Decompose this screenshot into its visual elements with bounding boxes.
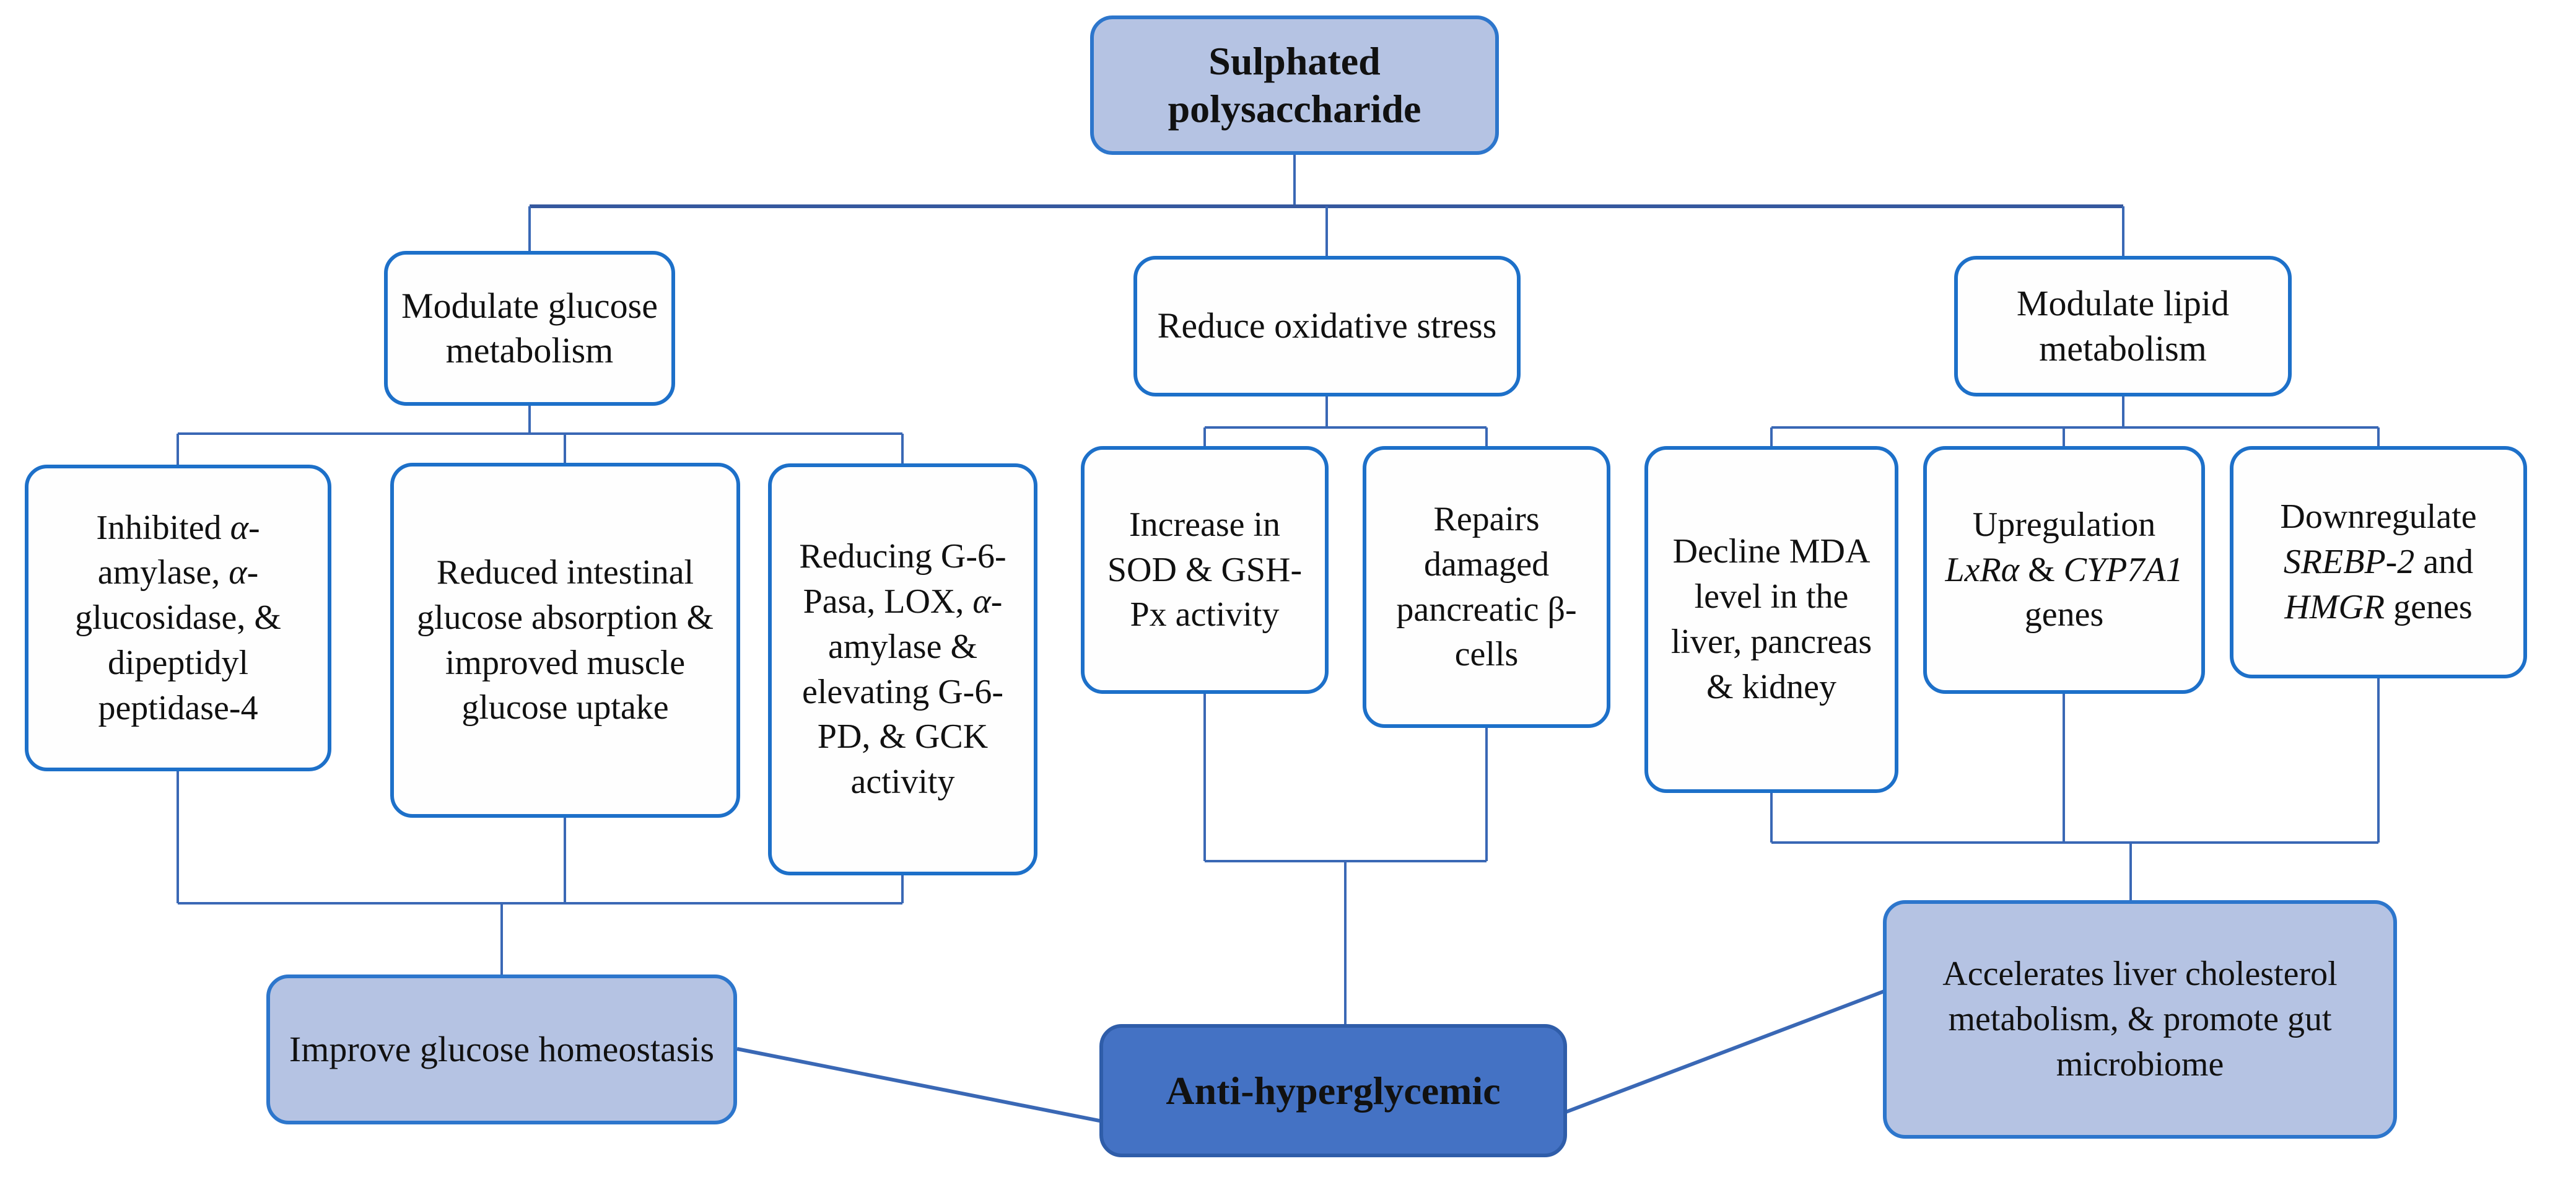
node-improve-glucose-homeostasis: Improve glucose homeostasis xyxy=(266,975,737,1124)
node-upregulation-lxra-cyp7a1: Upregulation LxRα & CYP7A1 genes xyxy=(1923,446,2205,694)
node-label: Upregulation LxRα & CYP7A1 genes xyxy=(1945,505,2183,634)
node-anti-hyperglycemic: Anti-hyperglycemic xyxy=(1099,1024,1567,1157)
node-label: Decline MDA level in the liver, pancreas… xyxy=(1670,532,1872,706)
node-increase-sod-gshpx: Increase in SOD & GSH-Px activity xyxy=(1081,446,1329,694)
node-label: Downregulate SREBP-2 and HMGR genes xyxy=(2280,497,2477,626)
node-label: Anti-hyperglycemic xyxy=(1166,1068,1501,1113)
node-label: Modulate glucose metabolism xyxy=(401,285,658,371)
node-label: Reduced intestinal glucose absorption & … xyxy=(416,553,714,727)
node-sulphated-polysaccharide: Sulphated polysaccharide xyxy=(1090,15,1499,155)
node-label: Increase in SOD & GSH-Px activity xyxy=(1107,505,1303,634)
node-label: Inhibited α-amylase, α-glucosidase, & di… xyxy=(75,508,281,727)
node-label: Sulphated polysaccharide xyxy=(1168,38,1421,131)
node-decline-mda-level: Decline MDA level in the liver, pancreas… xyxy=(1644,446,1898,793)
node-reducing-g6pasa-lox: Reducing G-6-Pasa, LOX, α-amylase & elev… xyxy=(768,463,1037,875)
node-modulate-glucose-metabolism: Modulate glucose metabolism xyxy=(384,251,675,406)
connector-group xyxy=(177,155,2380,1124)
node-label: Reduce oxidative stress xyxy=(1157,305,1497,346)
node-label: Reducing G-6-Pasa, LOX, α-amylase & elev… xyxy=(799,537,1006,802)
node-accelerates-liver-cholesterol: Accelerates liver cholesterol metabolism… xyxy=(1883,900,2397,1139)
node-inhibited-enzymes: Inhibited α-amylase, α-glucosidase, & di… xyxy=(25,465,331,771)
node-label: Modulate lipid metabolism xyxy=(2016,283,2230,369)
node-label: Repairs damaged pancreatic β-cells xyxy=(1396,499,1577,674)
node-label: Improve glucose homeostasis xyxy=(289,1029,715,1070)
node-reduce-oxidative-stress: Reduce oxidative stress xyxy=(1133,256,1521,396)
node-reduced-intestinal-absorption: Reduced intestinal glucose absorption & … xyxy=(390,463,740,818)
node-modulate-lipid-metabolism: Modulate lipid metabolism xyxy=(1954,256,2292,396)
node-downregulate-srebp2-hmgr: Downregulate SREBP-2 and HMGR genes xyxy=(2230,446,2527,678)
node-label: Accelerates liver cholesterol metabolism… xyxy=(1942,955,2338,1084)
node-repairs-beta-cells: Repairs damaged pancreatic β-cells xyxy=(1363,446,1610,728)
